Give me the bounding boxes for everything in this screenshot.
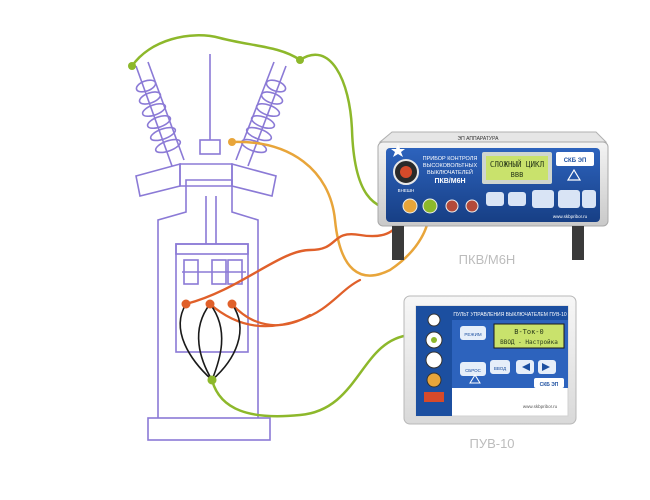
breaker-body [157, 179, 259, 418]
puv-title-strip [452, 306, 568, 320]
hood-right [231, 162, 277, 197]
center-cap [199, 139, 221, 155]
orange-wire [230, 140, 430, 277]
pkv-url: www.skbpribor.ru [553, 214, 588, 219]
puv-title: ПУЛЬТ УПРАВЛЕНИЯ ВЫКЛЮЧАТЕЛЕМ ПУВ-10 [453, 312, 567, 318]
pkv-connector-core [400, 166, 412, 178]
black-wire-3 [209, 303, 223, 381]
arrow-right-icon [542, 363, 550, 371]
pkv-lcd-line-2: ВВВ [511, 171, 524, 179]
pkv-button-left[interactable] [486, 192, 504, 206]
pkv-brand-plate [556, 152, 594, 166]
puv-lcd [493, 323, 565, 349]
pkv-brand: СКБ ЭП [564, 158, 587, 164]
pkv-jack-red-2 [465, 199, 479, 213]
puv-key-reset[interactable] [460, 362, 486, 376]
puv-key-mode-label: РЕЖИМ [464, 332, 481, 337]
pkv-button-start[interactable] [558, 190, 580, 208]
puv-key-enter-label: ВВОД [494, 366, 506, 371]
pkv-jack-green [422, 198, 438, 214]
black-wire-1 [179, 303, 213, 381]
green-terminal-bottom [207, 375, 217, 385]
red-wire-3 [230, 302, 312, 327]
pkv-lcd-line-1: СЛОЖНЫЙ ЦИКЛ [490, 160, 544, 169]
pkv-model-label: ПКВ/М6Н [434, 178, 465, 185]
pkv-case-top [378, 131, 608, 143]
puv-key-mode[interactable] [460, 326, 486, 340]
pkv-connector-label: ВНЕШН [398, 188, 415, 193]
puv-brand-plate [534, 378, 564, 388]
puv-key-enter[interactable] [490, 360, 510, 374]
pkv-title-line-1: ПРИБОР КОНТРОЛЯ [423, 156, 478, 162]
red-wire-1 [184, 210, 407, 306]
pkv-lcd [486, 156, 548, 180]
arrow-left-icon [522, 363, 530, 371]
bushing-right [235, 61, 287, 167]
red-terminal-1 [181, 299, 191, 309]
pkv-title-line-2: ВЫСОКОВОЛЬТНЫХ [423, 163, 478, 169]
pkv-jack-orange [402, 198, 418, 214]
pkv-jack-red-1 [445, 199, 459, 213]
breaker-inner-top [175, 243, 249, 255]
puv-connector-3 [426, 372, 442, 388]
puv-warning-icon [469, 374, 481, 384]
pkv-button-mode[interactable] [532, 190, 554, 208]
puv-connector-2 [425, 351, 443, 369]
breaker-base [147, 417, 271, 441]
puv-lcd-line-2: ВВОД - Настройка [500, 339, 558, 346]
hood-center [179, 163, 233, 187]
pkv-button-right[interactable] [508, 192, 526, 206]
hood-left [135, 162, 181, 197]
red-terminal-3 [227, 299, 237, 309]
puv-key-reset-label: СБРОС [465, 368, 482, 373]
wire-terminals [128, 56, 304, 385]
black-wire-2 [197, 303, 213, 381]
puv-device [403, 295, 577, 425]
puv-brand: СКБ ЭП [540, 382, 559, 388]
bushing-left [135, 61, 185, 167]
pkv-top-caption: ЭП АППАРАТУРА [458, 136, 500, 142]
pkv-device [377, 131, 609, 260]
black-wire-4 [211, 303, 241, 381]
orange-terminal [228, 138, 236, 146]
puv-connector-4 [424, 392, 444, 402]
warning-icon [566, 168, 582, 181]
puv-url: www.skbpribor.ru [523, 404, 558, 409]
pkv-foot-right [572, 226, 584, 260]
pkv-button-menu[interactable] [582, 190, 596, 208]
star-icon [391, 144, 405, 157]
green-wire-to-puv [210, 332, 430, 418]
puv-caption: ПУВ-10 [469, 436, 514, 451]
pkv-caption: ПКВ/М6Н [459, 252, 516, 267]
puv-connector-top [427, 313, 441, 327]
puv-connector-1-core [431, 337, 437, 343]
green-wire-top [130, 34, 302, 68]
green-terminal-right [296, 56, 304, 64]
circuit-breaker-drawing [135, 54, 287, 441]
pkv-foot-left [392, 226, 404, 260]
pkv-title-line-3: ВЫКЛЮЧАТЕЛЕЙ [427, 168, 473, 176]
green-terminal-left [128, 62, 136, 70]
puv-lcd-line-1: В-Ток-0 [514, 328, 544, 336]
red-terminal-2 [205, 299, 215, 309]
